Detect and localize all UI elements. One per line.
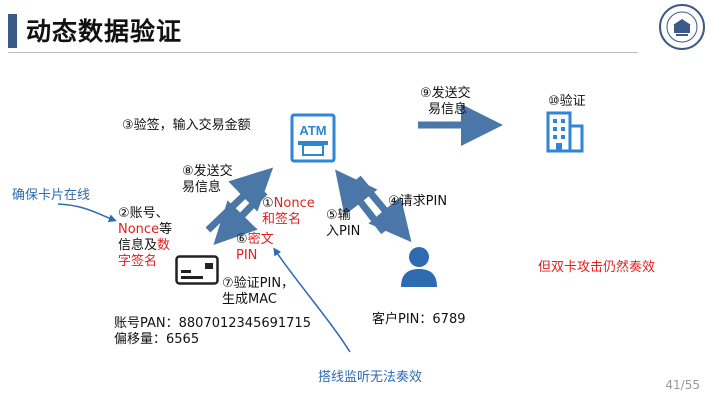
label-step2-sig1: 数 [157, 238, 171, 253]
university-logo [659, 4, 705, 50]
label-step2-line2: Nonce等 [118, 222, 172, 238]
label-step10: ⑩验证 [548, 94, 586, 109]
label-step2-nonce: Nonce [118, 222, 160, 237]
label-step7-line1: ⑦验证PIN， [222, 276, 295, 291]
page-title: 动态数据验证 [26, 17, 183, 46]
label-step8-line2: 易信息 [182, 180, 222, 195]
label-step1: ①Nonce [262, 196, 315, 212]
label-step6: ⑥密文 [236, 232, 274, 248]
label-step7-line2: 生成MAC [222, 292, 277, 307]
title-accent-bar [8, 14, 17, 48]
label-step2-sig2: 字签名 [118, 254, 158, 269]
atm-icon-text: ATM [299, 123, 326, 138]
label-step3: ③验签，输入交易金额 [122, 118, 251, 133]
label-step5-line2: 入PIN [326, 224, 361, 239]
label-step1-nonce: Nonce [273, 196, 315, 211]
arrow-wiretap [273, 247, 351, 353]
arrow-step5 [335, 169, 387, 235]
label-step2-line3: 信息及数 [118, 238, 170, 254]
label-step2-prefix: 信息及 [118, 238, 158, 253]
bank-building-icon [546, 111, 584, 153]
label-step1-num: ① [262, 196, 274, 211]
label-step9-line1: ⑨发送交 [420, 86, 471, 101]
account-pan: 账号PAN：8807012345691715 [114, 316, 311, 331]
customer-pin: 客户PIN：6789 [372, 312, 466, 327]
label-step6-cipher: 密文 [247, 232, 274, 247]
user-icon [401, 247, 437, 287]
label-step8-line1: ⑧发送交 [182, 164, 233, 179]
label-step4: ④请求PIN [388, 194, 448, 209]
wiretap-note: 搭线监听无法奏效 [318, 370, 423, 385]
atm-icon: ATM [290, 113, 336, 163]
label-step2-line1: ②账号、 [118, 206, 169, 221]
credit-card-icon [175, 255, 219, 285]
label-step9-line2: 易信息 [428, 102, 468, 117]
card-online-note: 确保卡片在线 [12, 188, 91, 203]
label-step6-pin: PIN [236, 248, 258, 263]
label-step5-line1: ⑤输 [326, 208, 351, 223]
label-step2-suffix: 等 [159, 222, 173, 237]
label-step6-num: ⑥ [236, 232, 248, 247]
account-offset: 偏移量：6565 [114, 332, 200, 347]
arrow-card-online [57, 203, 117, 223]
arrow-step1 [213, 189, 268, 246]
header-divider [8, 52, 638, 53]
label-step1-signature: 和签名 [262, 212, 302, 227]
double-card-note: 但双卡攻击仍然奏效 [538, 260, 656, 275]
page-number: 41/55 [665, 378, 700, 392]
